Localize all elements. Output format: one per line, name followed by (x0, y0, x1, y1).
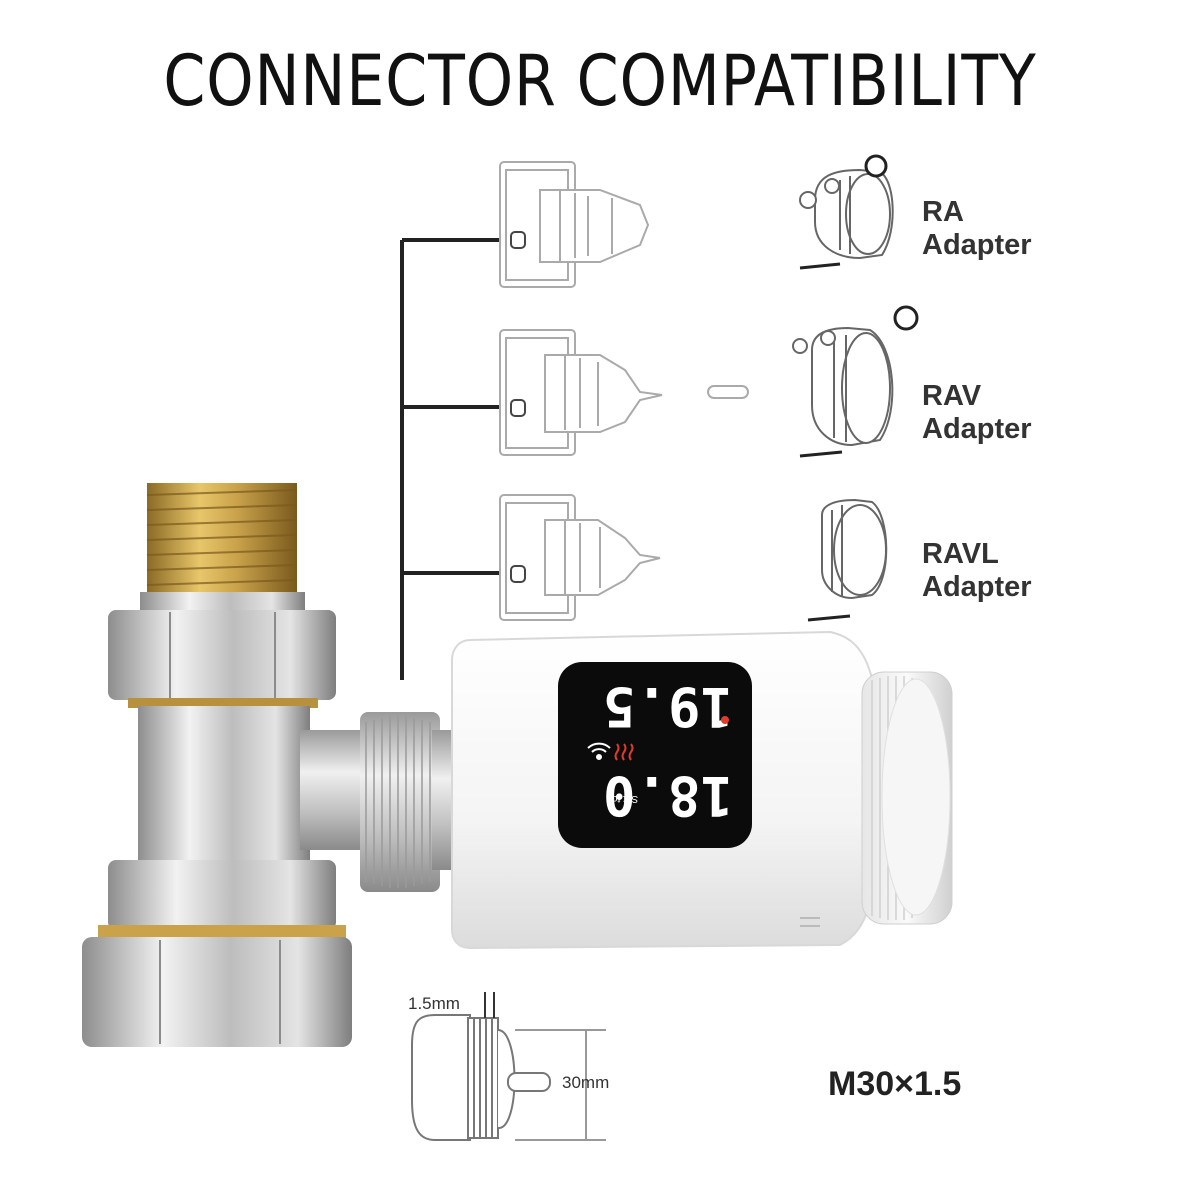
page-title: CONNECTOR COMPATIBILITY (163, 40, 1037, 122)
valve-drawing-ra (499, 161, 650, 288)
heat-waves-icon (614, 743, 634, 761)
adapter-dimension-drawing (411, 992, 606, 1141)
adapter-name: RAVL (922, 538, 999, 570)
adapter-label-rav: RAV Adapter (922, 380, 1032, 446)
set-to-label: Set to (612, 793, 639, 804)
thread-spec-label: M30×1.5 (828, 1065, 962, 1103)
adapter-drawing-ravl (807, 498, 888, 622)
lcd-screen (558, 662, 752, 848)
valve-drawing-rav (499, 329, 749, 456)
valve-drawing-ravl (499, 494, 661, 621)
adapter-drawing-ra (799, 154, 894, 270)
gap-dimension-label: 1.5mm (408, 994, 460, 1013)
diameter-dimension-label: 30mm (562, 1073, 610, 1092)
set-temp-readout: 18.0 (603, 764, 733, 827)
adapter-name: RA (922, 196, 964, 228)
adapter-drawing-rav (792, 305, 919, 458)
heating-dot-icon (721, 716, 729, 724)
adapter-word: Adapter (922, 413, 1032, 445)
current-temp-readout: 19.5 (603, 675, 733, 738)
smart-thermostat: 19.5 18.0 Set to (451, 630, 953, 950)
adapter-label-ravl: RAVL Adapter (922, 538, 1032, 604)
adapter-name: RAV (922, 380, 982, 412)
adapter-word: Adapter (922, 571, 1032, 603)
bracket-lines (400, 238, 510, 680)
adapter-label-ra: RA Adapter (922, 196, 1032, 262)
adapter-word: Adapter (922, 229, 1032, 261)
wifi-icon (587, 742, 611, 760)
